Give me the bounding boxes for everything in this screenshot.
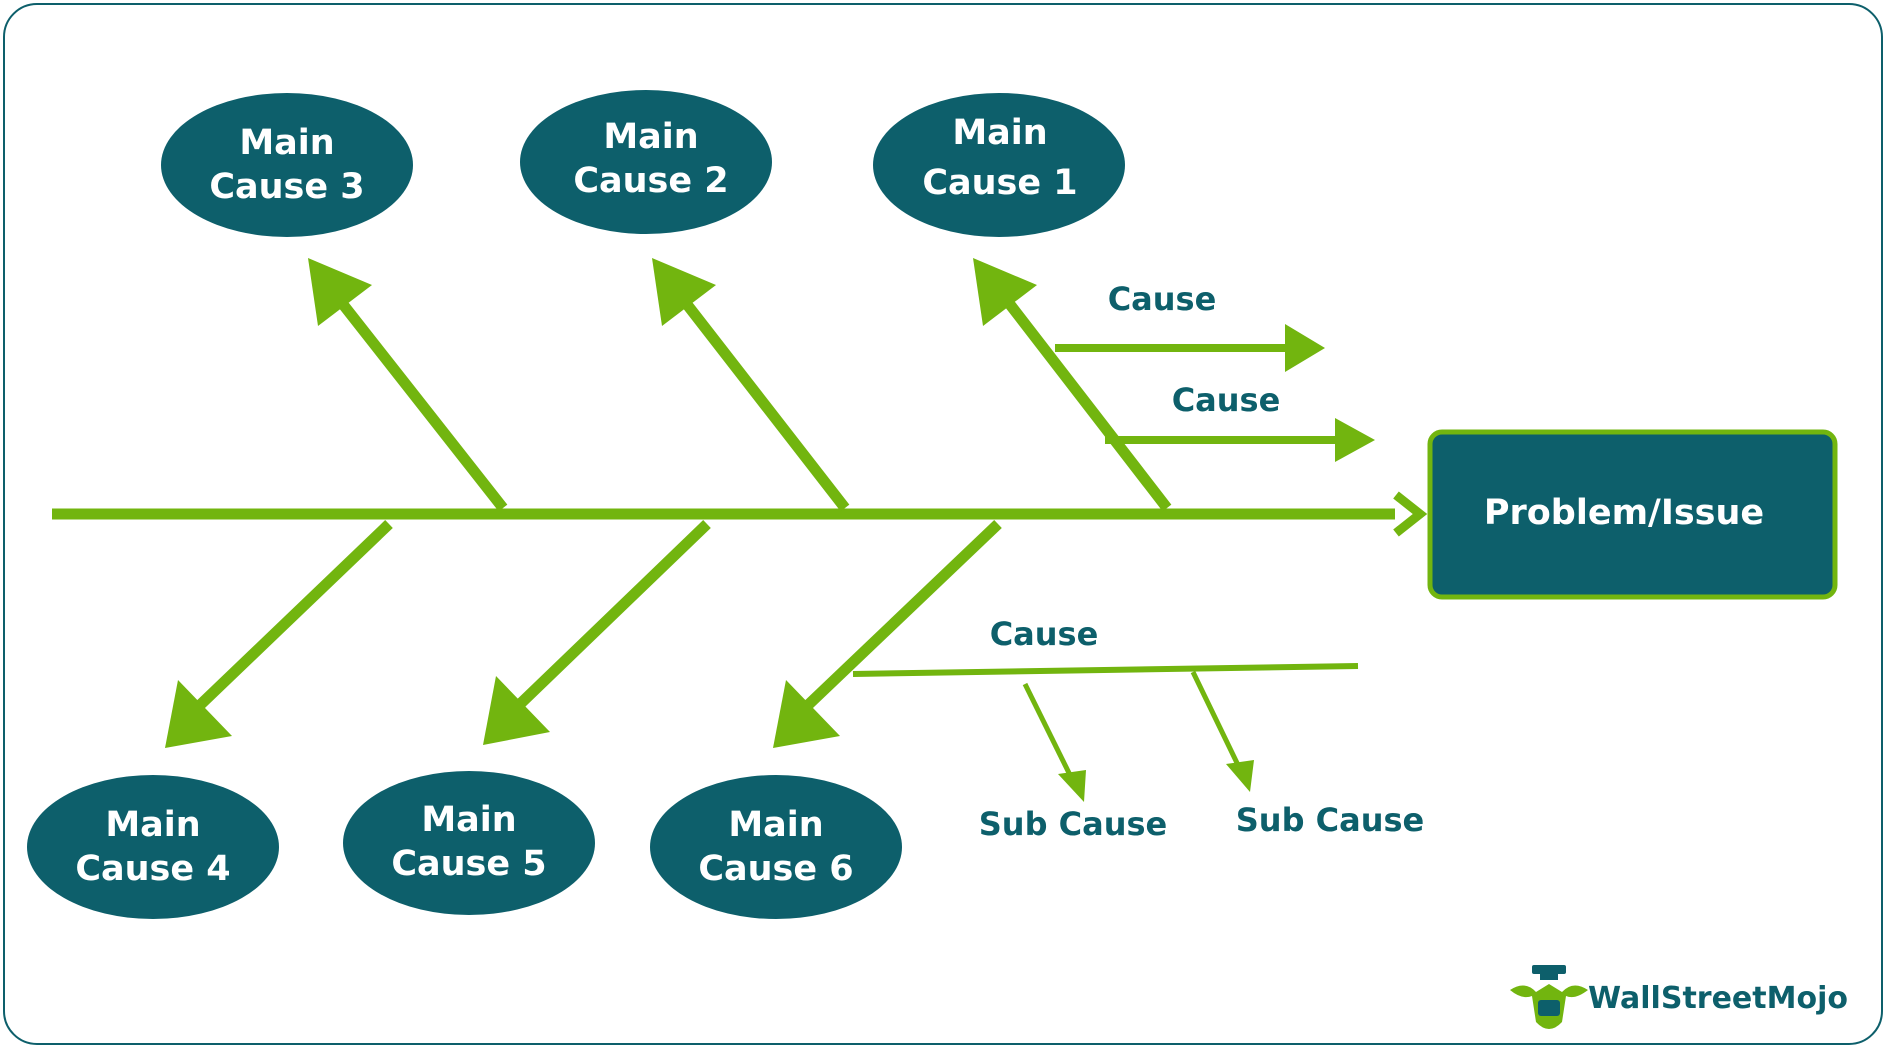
brand-name: WallStreetMojo [1588, 981, 1848, 1016]
main-cause-5-line1: Main [421, 800, 516, 840]
main-cause-1-line1: Main [952, 113, 1047, 153]
brand-logo: WallStreetMojo [1510, 965, 1848, 1029]
main-cause-1: Main Cause 1 [873, 93, 1125, 237]
cause-label-1: Cause [1108, 280, 1217, 318]
bone-main-cause-2 [677, 294, 850, 512]
arrowhead-main-cause-3 [308, 258, 372, 326]
main-cause-6-line1: Main [728, 805, 823, 845]
main-cause-3-line2: Cause 3 [209, 167, 364, 207]
main-cause-4: Main Cause 4 [27, 775, 279, 919]
sub-cause-2-head [1226, 760, 1254, 792]
sub-cause-label-1: Sub Cause [979, 805, 1167, 843]
arrowhead-main-cause-4 [165, 680, 232, 748]
bone-main-cause-6 [802, 520, 1002, 711]
main-cause-5-line2: Cause 5 [391, 844, 546, 884]
arrowhead-main-cause-6 [773, 680, 840, 748]
main-cause-3: Main Cause 3 [161, 93, 413, 237]
main-cause-2: Main Cause 2 [520, 90, 772, 234]
cause-arrow-2-head [1335, 418, 1375, 462]
sub-cause-label-2: Sub Cause [1236, 801, 1424, 839]
arrowhead-main-cause-1 [973, 258, 1037, 326]
bull-mascot-icon [1510, 965, 1588, 1029]
bone-main-cause-3 [333, 294, 508, 512]
main-cause-6: Main Cause 6 [650, 775, 902, 919]
main-cause-3-line1: Main [239, 123, 334, 163]
main-cause-5: Main Cause 5 [343, 771, 595, 915]
problem-label: Problem/Issue [1484, 493, 1764, 533]
sub-cause-2-line [1190, 670, 1241, 767]
main-cause-4-line2: Cause 4 [75, 849, 230, 889]
cause-branch-line [852, 663, 1359, 677]
main-cause-2-line2: Cause 2 [573, 161, 728, 201]
arrowhead-main-cause-5 [483, 676, 550, 745]
main-cause-4-line1: Main [105, 805, 200, 845]
main-cause-6-line2: Cause 6 [698, 849, 853, 889]
bone-main-cause-5 [513, 520, 711, 711]
problem-box: Problem/Issue [1427, 429, 1838, 600]
cause-label-3: Cause [990, 615, 1099, 653]
spine-arrowhead [1393, 491, 1428, 537]
cause-arrow-1-head [1285, 324, 1325, 372]
arrowhead-main-cause-2 [652, 258, 716, 326]
cause-label-2: Cause [1172, 381, 1281, 419]
bone-main-cause-4 [194, 520, 393, 711]
bone-main-cause-1 [1000, 294, 1172, 512]
sub-cause-1-line [1022, 682, 1073, 777]
main-cause-1-line2: Cause 1 [922, 163, 1077, 203]
diagram-frame [3, 3, 1883, 1045]
main-cause-2-line1: Main [603, 117, 698, 157]
sub-cause-1-head [1058, 770, 1086, 802]
